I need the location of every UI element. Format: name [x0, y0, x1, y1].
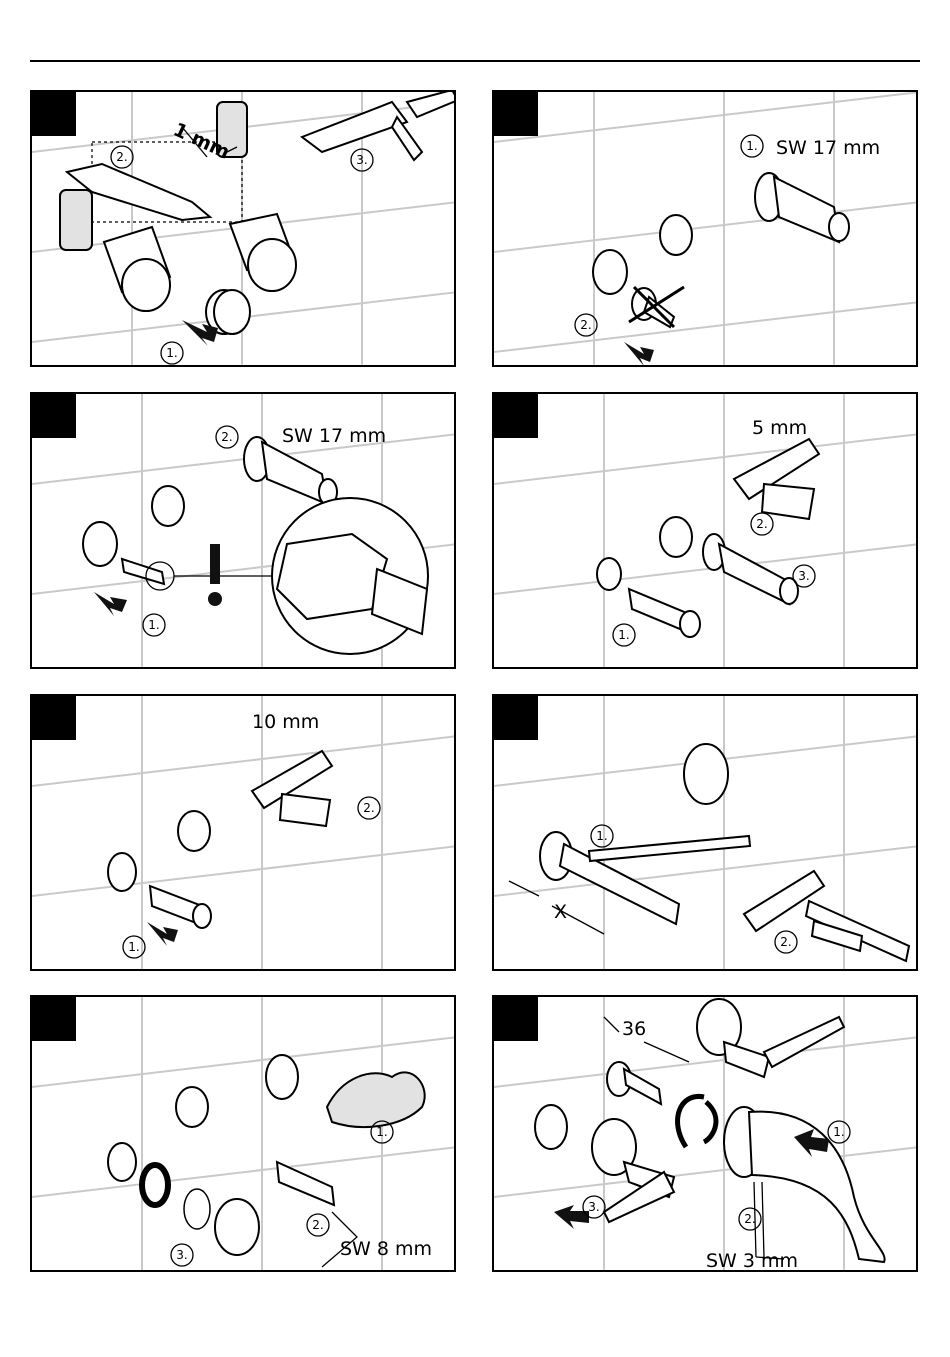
step-panel-1: 1 mm 2. 3. 1. [30, 90, 456, 367]
svg-text:3.: 3. [356, 153, 367, 167]
svg-text:2.: 2. [116, 150, 127, 164]
header-rule [30, 60, 920, 62]
panel-6-illustration: 1. X 2. [494, 696, 918, 971]
wrench-size-label: SW 8 mm [340, 1238, 432, 1260]
step-panel-7: 1. SW 8 mm 2. 3. [30, 995, 456, 1272]
retaining-ring-icon [678, 1096, 716, 1147]
svg-text:2.: 2. [221, 430, 232, 444]
wrench-size-label: SW 17 mm [282, 425, 386, 447]
step-marker [32, 92, 76, 136]
pipe-sleeve-icon [230, 214, 296, 291]
threaded-extension-icon [150, 886, 211, 928]
svg-text:1.: 1. [128, 940, 139, 954]
svg-text:3.: 3. [588, 1200, 599, 1214]
dimension-label: 36 [622, 1018, 646, 1040]
lever-handle-icon [697, 999, 844, 1077]
svg-text:2.: 2. [312, 1218, 323, 1232]
valve-body-icon [215, 1162, 334, 1255]
svg-text:3.: 3. [176, 1248, 187, 1262]
step-panel-4: 5 mm 2. 3. 1. [492, 392, 918, 669]
o-ring-icon [142, 1165, 168, 1205]
panel-4-illustration: 5 mm 2. 3. 1. [494, 394, 918, 669]
arrow-icon [624, 342, 654, 366]
panel-2-illustration: SW 17 mm 1. 2. [494, 92, 918, 367]
arrow-icon [147, 922, 178, 946]
nut-icon [178, 811, 210, 851]
saw-icon [252, 751, 332, 826]
valve-body-icon [244, 437, 337, 505]
nut-icon [660, 517, 692, 557]
step-marker [32, 696, 76, 740]
detail-magnifier-icon [272, 498, 428, 654]
measured-pipe-icon [806, 901, 909, 961]
threaded-extension-icon [629, 589, 700, 637]
nut-icon [176, 1087, 208, 1127]
svg-text:2.: 2. [744, 1212, 755, 1226]
saw-icon [744, 871, 824, 931]
step-marker [32, 997, 76, 1041]
rosette-icon [597, 558, 621, 590]
wrench-size-label: SW 3 mm [706, 1250, 798, 1272]
nut-icon [660, 215, 692, 255]
svg-text:2.: 2. [780, 935, 791, 949]
svg-text:2.: 2. [580, 318, 591, 332]
cut-length-label: 10 mm [252, 711, 319, 733]
rosette-icon [108, 1143, 136, 1181]
seal-ring-icon [184, 1189, 210, 1229]
step-marker [494, 696, 538, 740]
svg-text:2.: 2. [756, 517, 767, 531]
cartridge-icon [122, 559, 174, 590]
svg-text:1.: 1. [166, 346, 177, 360]
step-panel-6: 1. X 2. [492, 694, 918, 971]
svg-text:1.: 1. [618, 628, 629, 642]
cut-length-label: 5 mm [752, 417, 807, 439]
pipe-sleeve-icon [104, 227, 170, 311]
hemp-icon [327, 1072, 425, 1127]
svg-text:1.: 1. [833, 1125, 844, 1139]
step-marker [494, 394, 538, 438]
step-marker [494, 997, 538, 1041]
prohibited-cartridge-icon [629, 287, 684, 327]
spout-icon [724, 1107, 885, 1262]
step-marker [32, 394, 76, 438]
rosette-icon [108, 853, 136, 891]
svg-text:1.: 1. [376, 1125, 387, 1139]
svg-text:1.: 1. [148, 618, 159, 632]
svg-text:1.: 1. [596, 829, 607, 843]
valve-rosette-icon [266, 1055, 298, 1099]
svg-text:1.: 1. [746, 139, 757, 153]
panel-7-illustration: 1. SW 8 mm 2. 3. [32, 997, 456, 1272]
panel-5-illustration: 10 mm 2. 1. [32, 696, 456, 971]
nut-icon [152, 486, 184, 526]
valve-rosette-icon [535, 1105, 567, 1149]
arrow-icon [94, 592, 127, 616]
rosette-icon [83, 522, 117, 566]
step-panel-3: SW 17 mm 2. 1. [30, 392, 456, 669]
valve-rosette-icon [684, 744, 728, 804]
measurement-x-label: X [554, 901, 567, 923]
wrench-size-label: SW 17 mm [776, 137, 880, 159]
step-panel-5: 10 mm 2. 1. [30, 694, 456, 971]
svg-text:3.: 3. [798, 569, 809, 583]
step-panel-2: SW 17 mm 1. 2. [492, 90, 918, 367]
valve-body-icon [703, 534, 798, 604]
exclamation-icon [208, 544, 222, 606]
panel-1-illustration: 1 mm 2. 3. 1. [32, 92, 456, 367]
step-marker [494, 92, 538, 136]
svg-text:2.: 2. [363, 801, 374, 815]
panel-8-illustration: 36 3. 2. SW 3 mm 1. [494, 997, 918, 1272]
rosette-icon [593, 250, 627, 294]
panel-3-illustration: SW 17 mm 2. 1. [32, 394, 456, 669]
step-panel-8: 36 3. 2. SW 3 mm 1. [492, 995, 918, 1272]
